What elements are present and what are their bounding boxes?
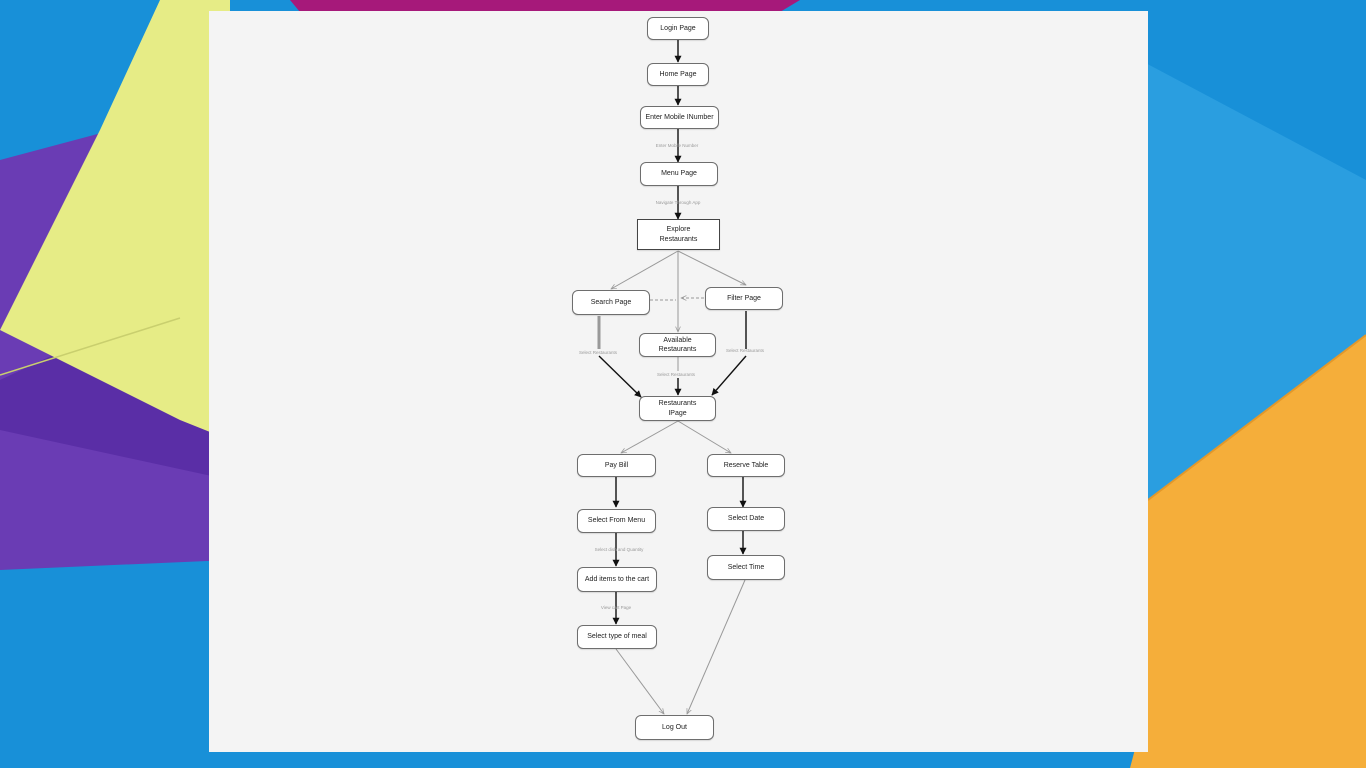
edge-label-select-dish-and-quantity: Select dish and Quantity [594,547,644,552]
orange-envelope [1130,335,1366,768]
node-explore-restaurants: Explore Restaurants [637,219,720,250]
node-login-page-label: Login Page [660,24,696,32]
edge-meal-logout [615,648,664,714]
node-menu-page: Menu Page [640,162,718,186]
node-add-items-to-cart-label: Add items to the cart [584,575,650,583]
edge-label-enter-mobile-number: Enter Mobile Number [655,143,699,148]
node-enter-mobile-number-label: Enter Mobile INumber [645,113,714,121]
edge-filter-restaurants [711,355,747,396]
edge-label-available-select-restaurants: Select Restaurants [656,372,696,377]
orange-envelope-edge [1147,334,1366,501]
node-restaurants-page-label: Restaurants IPage [658,400,697,417]
edge-label-view-cart-page: View cart Page [600,605,632,610]
magenta-envelope-top [290,0,800,12]
node-filter-page: Filter Page [705,287,783,310]
node-explore-restaurants-label: Explore Restaurants [659,226,698,243]
edge-restaurants-reserve [677,420,731,453]
node-reserve-table: Reserve Table [707,454,785,477]
node-login-page: Login Page [647,17,709,40]
node-reserve-table-label: Reserve Table [723,461,769,469]
node-menu-page-label: Menu Page [661,170,697,178]
yellow-envelope [0,0,230,440]
edge-restaurants-pay [621,420,679,454]
node-pay-bill-label: Pay Bill [604,461,629,469]
yellow-envelope-fold [0,317,181,376]
edge-search-restaurants [598,355,642,398]
node-search-page: Search Page [572,290,650,315]
node-filter-page-label: Filter Page [727,294,761,302]
node-select-date: Select Date [707,507,785,531]
node-available-restaurants-label: Available Restaurants [658,336,697,353]
node-select-type-of-meal: Select type of meal [577,625,657,649]
node-select-from-menu-label: Select From Menu [587,517,646,525]
node-pay-bill: Pay Bill [577,454,656,477]
node-select-time-label: Select Time [727,563,765,571]
edge-time-logout [686,579,746,714]
node-enter-mobile-number: Enter Mobile INumber [640,106,719,129]
node-select-date-label: Select Date [727,515,765,523]
edge-label-filter-select-restaurants: Select Restaurants [725,348,765,353]
diagram-sheet: Login Page Home Page Enter Mobile INumbe… [209,11,1148,752]
node-select-from-menu: Select From Menu [577,509,656,533]
edge-explore-search [611,250,679,289]
node-add-items-to-cart: Add items to the cart [577,567,657,592]
node-select-type-of-meal-label: Select type of meal [587,633,647,641]
node-restaurants-page: Restaurants IPage [639,396,716,421]
flow-edges [597,40,1148,752]
edge-label-search-select-restaurants: Select Restaurants [578,350,618,355]
node-home-page-label: Home Page [659,70,697,78]
edge-explore-filter [677,250,746,286]
node-log-out-label: Log Out [662,723,687,731]
edge-label-navigate-through-app: Navigate Through App [655,200,701,205]
node-home-page: Home Page [647,63,709,86]
node-select-time: Select Time [707,555,785,580]
node-log-out: Log Out [635,715,714,740]
node-available-restaurants: Available Restaurants [639,333,716,357]
node-search-page-label: Search Page [590,298,632,306]
